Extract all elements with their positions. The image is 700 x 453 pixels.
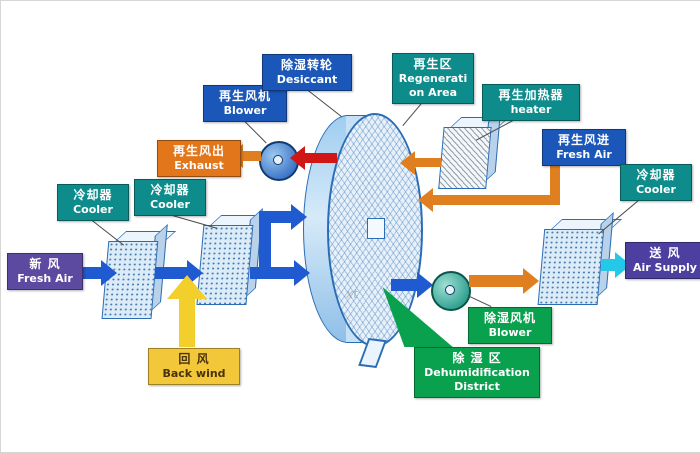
regen-blower-zh: 再生风机 — [218, 89, 271, 103]
wheel-to-dehumid-fan-arrow-head — [417, 272, 433, 298]
stepped-arrow-vertical-shaft — [259, 211, 271, 273]
desiccant-wheel-hub — [367, 218, 385, 239]
label-regen-blower: 再生风机 Blower — [203, 85, 287, 122]
back-wind-zh: 回 风 — [178, 352, 210, 366]
dehumid-blower-fan-icon — [431, 271, 471, 311]
watermark-text: xt — [346, 287, 358, 301]
regen-heater-en: heater — [510, 103, 552, 116]
label-back-wind: 回 风 Back wind — [148, 348, 240, 385]
dehumid-district-en2: District — [454, 379, 500, 393]
dehumid-blower-en: Blower — [488, 326, 532, 339]
dehumid-district-zh: 除 湿 区 — [452, 351, 502, 365]
label-cooler-2: 冷却器 Cooler — [134, 179, 206, 216]
label-regen-heater: 再生加热器 heater — [482, 84, 580, 121]
wheel-to-regen-fan-arrow-shaft — [305, 153, 337, 163]
dehumid-district-en1: Dehumidification — [424, 366, 530, 379]
regen-area-en2: on Area — [408, 85, 458, 99]
stepped-arrow-horizontal-shaft — [259, 211, 293, 223]
regen-area-zh: 再生区 — [413, 57, 453, 71]
regen-blower-fan-hub — [273, 155, 283, 165]
regen-inlet-vertical-shaft — [550, 165, 560, 201]
desiccant-leader-line — [306, 89, 342, 117]
label-cooler-right: 冷却器 Cooler — [620, 164, 692, 201]
cooler2-leader-line — [168, 214, 218, 229]
regen-fresh-air-zh: 再生风进 — [557, 133, 610, 147]
regen-area-en1: Regenerati — [398, 72, 468, 85]
heater-to-wheel-arrow-shaft — [415, 158, 441, 167]
regen-inlet-arrow-head — [418, 188, 433, 212]
cooler-right-leader-line — [598, 198, 641, 235]
fresh-air-in-zh: 新 风 — [29, 257, 61, 271]
fan-to-cooler-right-arrow-head — [523, 268, 539, 294]
regen-fresh-air-en: Fresh Air — [556, 148, 612, 161]
cooler-box-right-coil — [537, 229, 605, 305]
desiccant-wheel-zh: 除湿转轮 — [280, 58, 333, 72]
regen-blower-en: Blower — [223, 104, 267, 117]
label-regen-area: 再生区 Regenerati on Area — [392, 53, 474, 104]
fresh-air-in-en: Fresh Air — [17, 272, 73, 285]
cooler-right-en: Cooler — [636, 183, 676, 196]
back-wind-arrow-shaft — [179, 299, 195, 347]
label-air-supply: 送 风 Air Supply — [625, 242, 700, 279]
dehumid-blower-leader-line — [467, 295, 492, 307]
cooler-1-zh: 冷却器 — [73, 188, 113, 202]
wheel-to-dehumid-fan-arrow-shaft — [391, 279, 419, 291]
desiccant-wheel-en: Desiccant — [276, 73, 338, 86]
air-supply-en: Air Supply — [633, 261, 697, 274]
fresh-air-arrow-head — [101, 260, 117, 286]
regen-heater-zh: 再生加热器 — [498, 88, 564, 102]
heater-to-wheel-arrow-head — [400, 151, 415, 175]
regen-blower-leader-line — [243, 120, 267, 144]
label-dehumid-district: 除 湿 区 Dehumidification District — [414, 347, 540, 398]
back-wind-arrow-head — [167, 275, 207, 299]
label-regen-fresh-air: 再生风进 Fresh Air — [542, 129, 626, 166]
back-wind-en: Back wind — [162, 367, 226, 380]
label-dehumid-blower: 除湿风机 Blower — [468, 307, 552, 344]
cooler-2-zh: 冷却器 — [150, 183, 190, 197]
cooler-box-right — [537, 212, 623, 305]
dehumid-blower-zh: 除湿风机 — [483, 311, 536, 325]
cooler2-to-wheel-arrow-head — [294, 260, 310, 286]
fan-to-cooler-right-arrow-shaft — [469, 275, 525, 287]
dehumid-blower-fan-hub — [445, 285, 455, 295]
air-supply-zh: 送 风 — [649, 246, 681, 260]
regen-inlet-horizontal-shaft — [433, 195, 560, 205]
regen-exhaust-en: Exhaust — [174, 159, 224, 172]
label-desiccant-wheel: 除湿转轮 Desiccant — [262, 54, 352, 91]
cooler-2-en: Cooler — [150, 198, 190, 211]
regen-exhaust-arrow-shaft — [243, 151, 261, 161]
wheel-to-regen-fan-arrow-head — [290, 146, 305, 170]
cooler2-to-wheel-arrow-shaft — [250, 267, 296, 279]
air-supply-arrow-shaft — [601, 259, 617, 271]
label-cooler-1: 冷却器 Cooler — [57, 184, 129, 221]
cooler-1-en: Cooler — [73, 203, 113, 216]
regen-exhaust-zh: 再生风出 — [172, 144, 225, 158]
cooler-right-zh: 冷却器 — [636, 168, 676, 182]
stepped-arrow-head — [291, 204, 307, 230]
label-regen-exhaust: 再生风出 Exhaust — [157, 140, 241, 177]
label-fresh-air-in: 新 风 Fresh Air — [7, 253, 83, 290]
